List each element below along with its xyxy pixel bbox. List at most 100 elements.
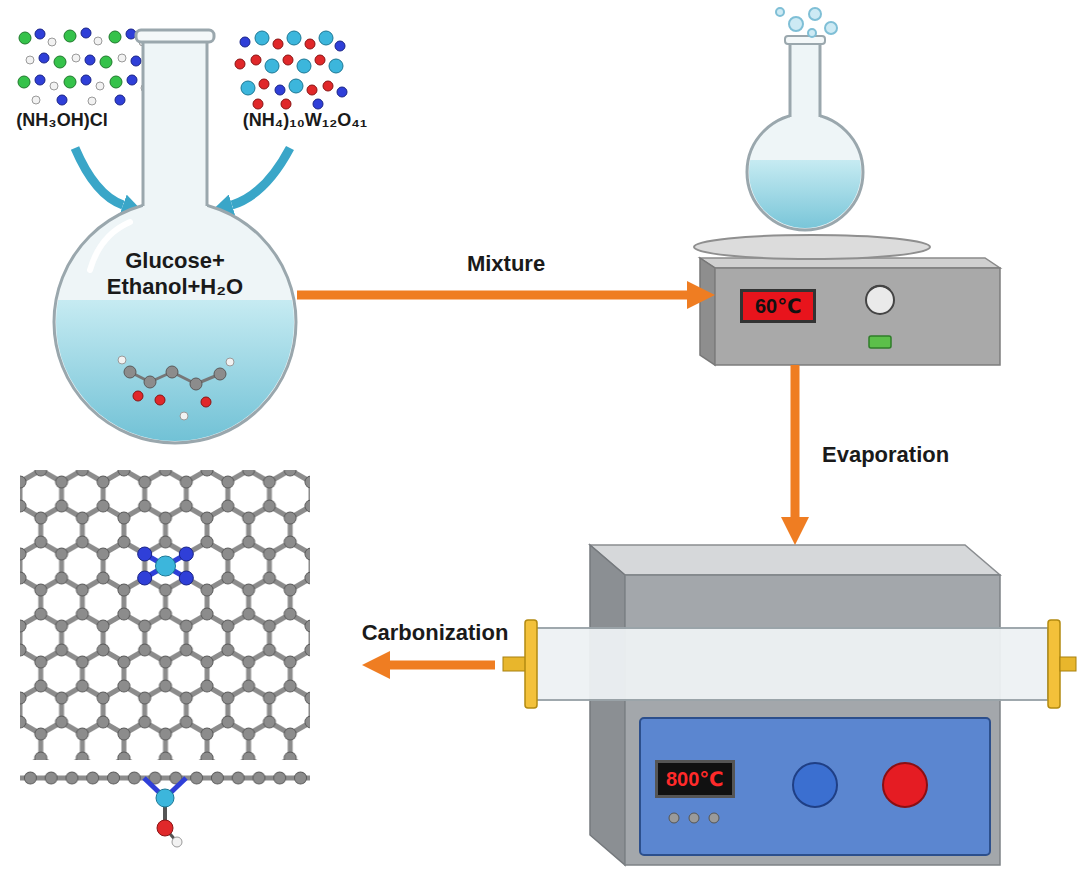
ammonium-chloride-molecules <box>18 76 30 88</box>
graphene-side-view <box>172 837 182 847</box>
ammonium-tungstate-molecules <box>235 59 245 69</box>
hot-plate-body <box>869 336 891 348</box>
reagent-flask <box>143 38 207 216</box>
ammonium-chloride-molecules <box>118 54 126 62</box>
ammonium-chloride-molecules <box>81 75 91 85</box>
reagent-flask <box>50 300 300 450</box>
reagent-flask <box>166 366 178 378</box>
graphene-w-n4-structure <box>156 556 176 576</box>
ammonium-chloride-molecules <box>109 31 121 43</box>
tube-furnace-body <box>793 763 837 807</box>
flask-vessel: Glucose+ Ethanol+H₂O <box>53 200 297 444</box>
graphene-w-n4-structure <box>138 547 152 561</box>
ammonium-chloride-molecules <box>100 56 112 68</box>
heated-flask <box>789 17 803 31</box>
ammonium-tungstate-molecules <box>259 79 269 89</box>
heated-flask <box>789 42 792 117</box>
ammonium-chloride-molecules <box>127 75 137 85</box>
reagent-flask <box>118 356 126 364</box>
ammonium-tungstate-molecules <box>251 55 261 65</box>
tube-furnace-body <box>625 575 1000 865</box>
ammonium-tungstate-molecules <box>305 39 315 49</box>
reagent-flask <box>226 358 234 366</box>
ammonium-chloride-molecules <box>57 95 67 105</box>
tube-furnace-body <box>503 657 527 671</box>
flask-label: Glucose+ Ethanol+H₂O <box>95 248 255 301</box>
heated-flask <box>740 160 870 240</box>
ammonium-tungstate-molecules <box>329 59 343 73</box>
ammonium-chloride-molecules <box>19 32 31 44</box>
graphene-w-n4-structure <box>138 571 152 585</box>
reagent-flask <box>136 30 214 42</box>
reagent-flask <box>214 368 226 380</box>
ammonium-chloride-molecules <box>131 56 141 66</box>
hot-plate-body <box>700 258 1000 268</box>
tube-furnace-body <box>590 545 625 865</box>
graphene-side-view <box>156 789 174 807</box>
ammonium-tungstate-molecules <box>307 85 317 95</box>
graphene-w-n4-structure <box>179 571 193 585</box>
ammonium-chloride-molecules <box>64 76 76 88</box>
tube-furnace-body <box>709 813 719 823</box>
ammonium-chloride-molecules <box>35 29 45 39</box>
reagent-flask <box>142 40 145 206</box>
ammonium-tungstate-molecules <box>313 99 323 109</box>
graphene-w-n4-structure <box>20 470 310 760</box>
ammonium-tungstate-molecules <box>281 99 291 109</box>
graphene-side-view <box>20 771 310 785</box>
tube-furnace-body <box>883 763 927 807</box>
ammonium-tungstate-molecules <box>273 39 283 49</box>
ammonium-tungstate-molecules <box>335 41 345 51</box>
reagent-flask <box>180 412 188 420</box>
heated-flask <box>776 8 784 16</box>
tube-furnace-body <box>525 620 537 708</box>
ammonium-chloride-molecules <box>54 56 66 68</box>
graphene-side-view <box>157 820 173 836</box>
ammonium-tungstate-molecules <box>275 85 285 95</box>
temperature-display: 60℃ <box>740 289 816 323</box>
heated-flask <box>790 40 820 120</box>
graphene-w-n4-structure <box>179 547 193 561</box>
ammonium-tungstate-molecules <box>289 79 303 93</box>
tube-furnace-body <box>1048 620 1060 708</box>
process-arrow <box>791 365 800 517</box>
ammonium-chloride-molecules <box>88 97 96 105</box>
hot-plate-body <box>866 286 894 314</box>
heated-flask <box>809 8 821 20</box>
step-label: Mixture <box>467 251 545 277</box>
ammonium-tungstate-molecules <box>241 81 255 95</box>
reagent-flask <box>190 378 202 390</box>
tube-furnace-body <box>503 545 1076 865</box>
ammonium-chloride-molecules <box>94 37 102 45</box>
reagent-flask <box>133 391 143 401</box>
ammonium-tungstate-molecules <box>265 59 279 73</box>
ammonium-chloride-molecules <box>115 95 125 105</box>
ammonium-tungstate-molecules <box>315 55 325 65</box>
ammonium-tungstate-molecules <box>240 37 250 47</box>
reagent-flask <box>201 397 211 407</box>
hot-plate: 60℃ <box>715 265 1000 365</box>
carbonization-arrow <box>362 651 390 679</box>
ammonium-chloride-molecules <box>48 38 56 46</box>
graphene-w-n4-structure <box>20 470 310 760</box>
reagent-arrows <box>232 148 290 205</box>
hot-plate-body <box>694 235 1000 365</box>
ammonium-chloride-molecules <box>126 29 136 39</box>
ammonium-chloride-molecules <box>32 96 40 104</box>
ammonium-tungstate-molecules <box>253 99 263 109</box>
ammonium-chloride-molecules <box>72 54 80 62</box>
ammonium-chloride-molecules <box>85 55 95 65</box>
ammonium-tungstate-molecules <box>337 87 347 97</box>
tube-furnace-body <box>535 628 1048 700</box>
ammonium-tungstate-molecules <box>255 31 269 45</box>
hot-plate-body <box>694 235 930 259</box>
hot-plate-body <box>870 286 890 290</box>
tube-furnace-body <box>669 813 679 823</box>
heated-flask <box>785 36 825 44</box>
carbonization-arrow <box>388 661 495 670</box>
ammonium-chloride-molecules <box>81 28 91 38</box>
process-arrow <box>297 291 687 300</box>
heated-flask <box>819 42 822 117</box>
reagent-flask <box>155 395 165 405</box>
tube-furnace: 800℃ <box>590 545 1000 865</box>
